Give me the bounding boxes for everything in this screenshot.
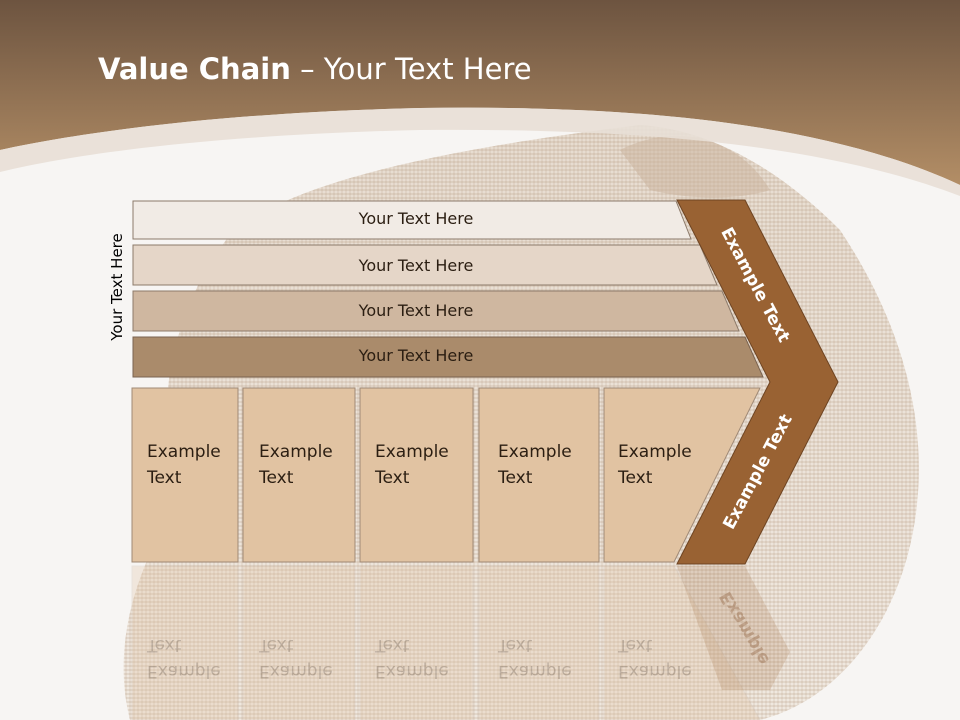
- box-2: [242, 387, 356, 563]
- slide-title: Value Chain – Your Text Here: [98, 52, 532, 86]
- box-3-label: Example Text: [375, 442, 449, 488]
- bar-4-label: Your Text Here: [358, 346, 474, 365]
- box-4-reflection: Example Text: [498, 635, 572, 681]
- box-2-label: Example Text: [259, 442, 333, 488]
- box-1-label: Example Text: [147, 442, 221, 488]
- chevron-reflection: [677, 566, 790, 690]
- box-3-reflection: Example Text: [375, 635, 449, 681]
- box-5: [603, 387, 761, 563]
- bar-1: [132, 200, 692, 240]
- title-bold: Value Chain: [98, 52, 291, 86]
- header-swoosh: [0, 107, 960, 196]
- box-4-label: Example Text: [498, 442, 572, 488]
- chevron-arrow: [676, 199, 839, 565]
- box-2-reflection: Example Text: [259, 635, 333, 681]
- box-5-label: Example Text: [618, 442, 692, 488]
- box-3: [359, 387, 474, 563]
- box-1: [131, 387, 239, 563]
- box-1-reflection: Example Text: [147, 635, 221, 681]
- bar-4: [132, 336, 764, 378]
- title-rest: – Your Text Here: [290, 52, 532, 86]
- box-4: [478, 387, 600, 563]
- side-label: Your Text Here: [108, 233, 126, 341]
- boxes-reflection: [131, 565, 761, 720]
- bar-1-label: Your Text Here: [358, 209, 474, 228]
- bar-3-label: Your Text Here: [358, 301, 474, 320]
- bar-2: [132, 244, 718, 286]
- bar-3: [132, 290, 740, 332]
- box-5-reflection: Example Text: [618, 635, 692, 681]
- header-band: [0, 0, 960, 185]
- bar-2-label: Your Text Here: [358, 256, 474, 275]
